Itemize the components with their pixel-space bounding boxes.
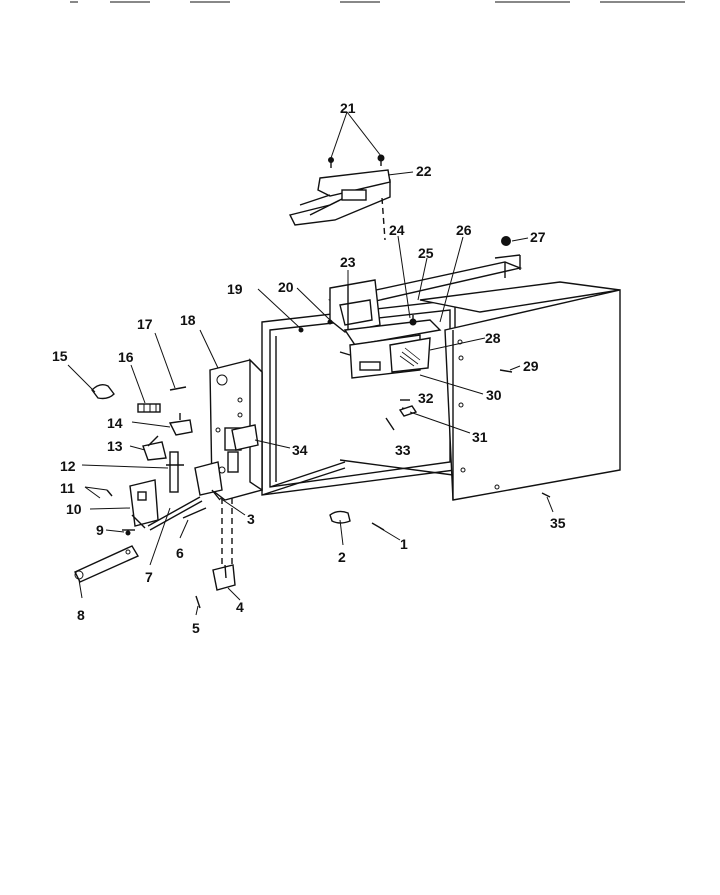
block-13 <box>142 435 167 461</box>
part-number-labels: 1 2 3 4 5 6 7 8 9 10 11 12 13 14 15 16 1… <box>52 100 566 636</box>
screw-21b <box>377 154 385 166</box>
label-31: 31 <box>472 429 488 445</box>
label-30: 30 <box>486 387 502 403</box>
leader-lines <box>67 111 554 616</box>
label-2: 2 <box>338 549 346 565</box>
spring-16 <box>137 403 161 413</box>
label-13: 13 <box>107 438 123 454</box>
screw-9 <box>122 529 135 536</box>
assembly-line-22-24 <box>381 197 386 241</box>
label-3: 3 <box>247 511 255 527</box>
label-34: 34 <box>292 442 308 458</box>
label-28: 28 <box>485 330 501 346</box>
screw-24 <box>409 315 417 326</box>
label-14: 14 <box>107 415 123 431</box>
bracket-14 <box>168 413 193 436</box>
label-25: 25 <box>418 245 434 261</box>
screw-33 <box>385 417 395 431</box>
label-21: 21 <box>340 100 356 116</box>
label-17: 17 <box>137 316 153 332</box>
screw-35 <box>541 492 551 498</box>
bracket-3 <box>194 461 223 501</box>
label-29: 29 <box>523 358 539 374</box>
label-6: 6 <box>176 545 184 561</box>
label-18: 18 <box>180 312 196 328</box>
label-27: 27 <box>530 229 546 245</box>
top-duct-cover <box>288 169 391 226</box>
label-12: 12 <box>60 458 76 474</box>
label-22: 22 <box>416 163 432 179</box>
label-19: 19 <box>227 281 243 297</box>
label-15: 15 <box>52 348 68 364</box>
pin-17 <box>169 386 187 391</box>
label-35: 35 <box>550 515 566 531</box>
screw-5 <box>195 595 201 609</box>
control-plate <box>209 358 263 501</box>
linkage-rod-7 <box>147 496 203 531</box>
part-15 <box>91 383 115 400</box>
label-26: 26 <box>456 222 472 238</box>
knob-2 <box>329 510 351 524</box>
label-11: 11 <box>60 480 75 496</box>
fan-motor-assembly <box>339 319 442 379</box>
label-23: 23 <box>340 254 356 270</box>
label-9: 9 <box>96 522 104 538</box>
label-32: 32 <box>418 390 434 406</box>
hinge-8 <box>74 545 140 583</box>
pin-6 <box>182 507 207 519</box>
label-7: 7 <box>145 569 153 585</box>
label-16: 16 <box>118 349 134 365</box>
label-8: 8 <box>77 607 85 623</box>
screw-19 <box>298 327 304 333</box>
label-20: 20 <box>278 279 294 295</box>
screw-11 <box>106 489 113 497</box>
screw-21a <box>328 157 334 168</box>
label-24: 24 <box>389 222 405 238</box>
label-33: 33 <box>395 442 411 458</box>
rod-12 <box>166 451 184 493</box>
knob-27 <box>501 236 511 246</box>
upper-bracket <box>329 279 381 333</box>
label-5: 5 <box>192 620 200 636</box>
latch-4 <box>212 564 236 591</box>
label-10: 10 <box>66 501 82 517</box>
clip-31 <box>398 405 418 417</box>
label-4: 4 <box>236 599 244 615</box>
screw-20 <box>327 319 333 325</box>
switch-mount-10 <box>129 479 159 529</box>
label-1: 1 <box>400 536 408 552</box>
screw-29 <box>499 369 513 373</box>
cabinet-housing <box>261 254 621 501</box>
